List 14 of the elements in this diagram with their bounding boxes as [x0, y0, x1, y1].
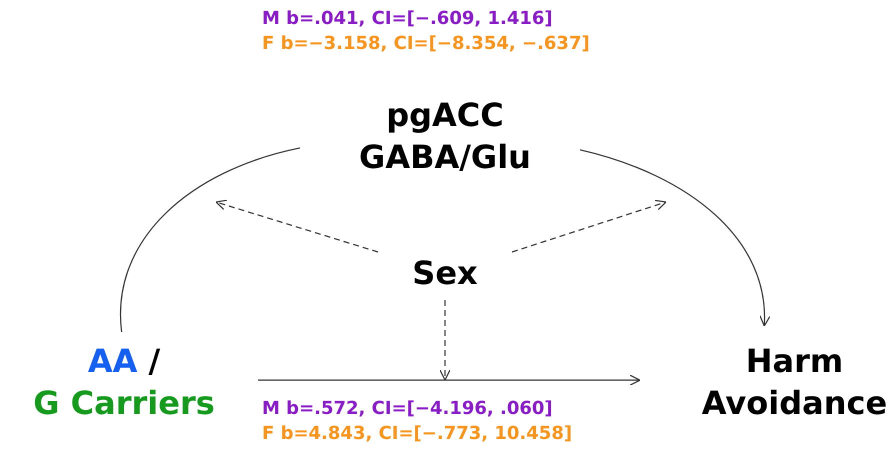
- outcome-label: Harm Avoidance: [700, 336, 889, 428]
- statistic-note: F b=−3.158, CI=[−8.354, −.637]: [262, 33, 590, 54]
- connector-line: [120, 147, 300, 332]
- arrow: [258, 374, 641, 386]
- moderation-arrow: [439, 300, 451, 381]
- arrow: [580, 149, 770, 327]
- statistic-note: F b=4.843, CI=[−.773, 10.458]: [262, 423, 572, 444]
- mediator-label: pgACC GABA/Glu: [300, 90, 590, 182]
- moderation-arrow: [512, 200, 667, 253]
- moderation-arrow: [215, 200, 378, 253]
- predictor-label: AA / G Carriers: [5, 336, 243, 428]
- statistic-note: M b=.572, CI=[−4.196, .060]: [262, 398, 553, 419]
- statistic-note: M b=.041, CI=[−.609, 1.416]: [262, 8, 553, 29]
- moderator-label: Sex: [378, 248, 512, 298]
